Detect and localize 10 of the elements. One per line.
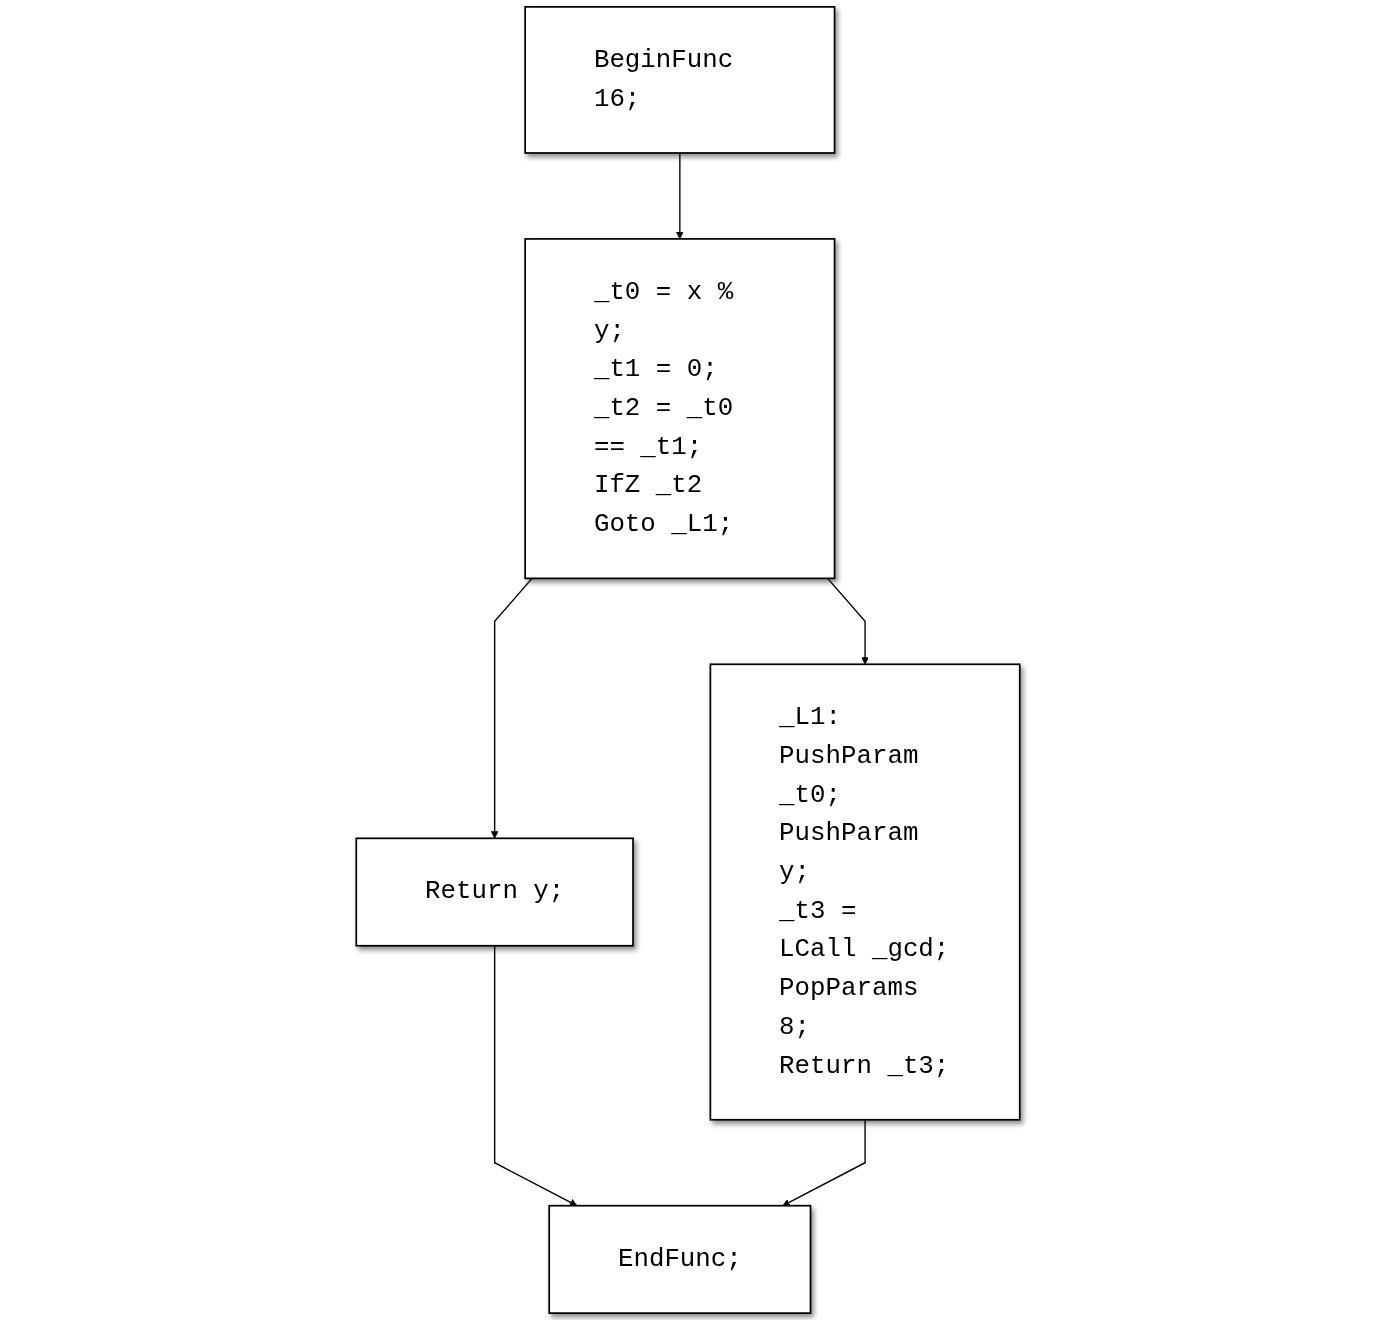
node-box: BeginFunc 16; <box>524 6 836 154</box>
node-box: _L1: PushParam _t0; PushParam y; _t3 = LCall _gcd; PopParams 8; Return _t3; <box>709 663 1021 1121</box>
node-box: Return y; <box>355 837 634 947</box>
arrow <box>493 945 578 1207</box>
arrow <box>826 577 869 665</box>
arrow <box>676 152 684 240</box>
node-box: _t0 = x % y; _t1 = 0; _t2 = _t0 == _t1; IfZ _t2 Goto _L1; <box>524 238 836 580</box>
arrow <box>782 1119 866 1207</box>
arrow <box>490 577 533 839</box>
node-box: EndFunc; <box>548 1204 812 1314</box>
